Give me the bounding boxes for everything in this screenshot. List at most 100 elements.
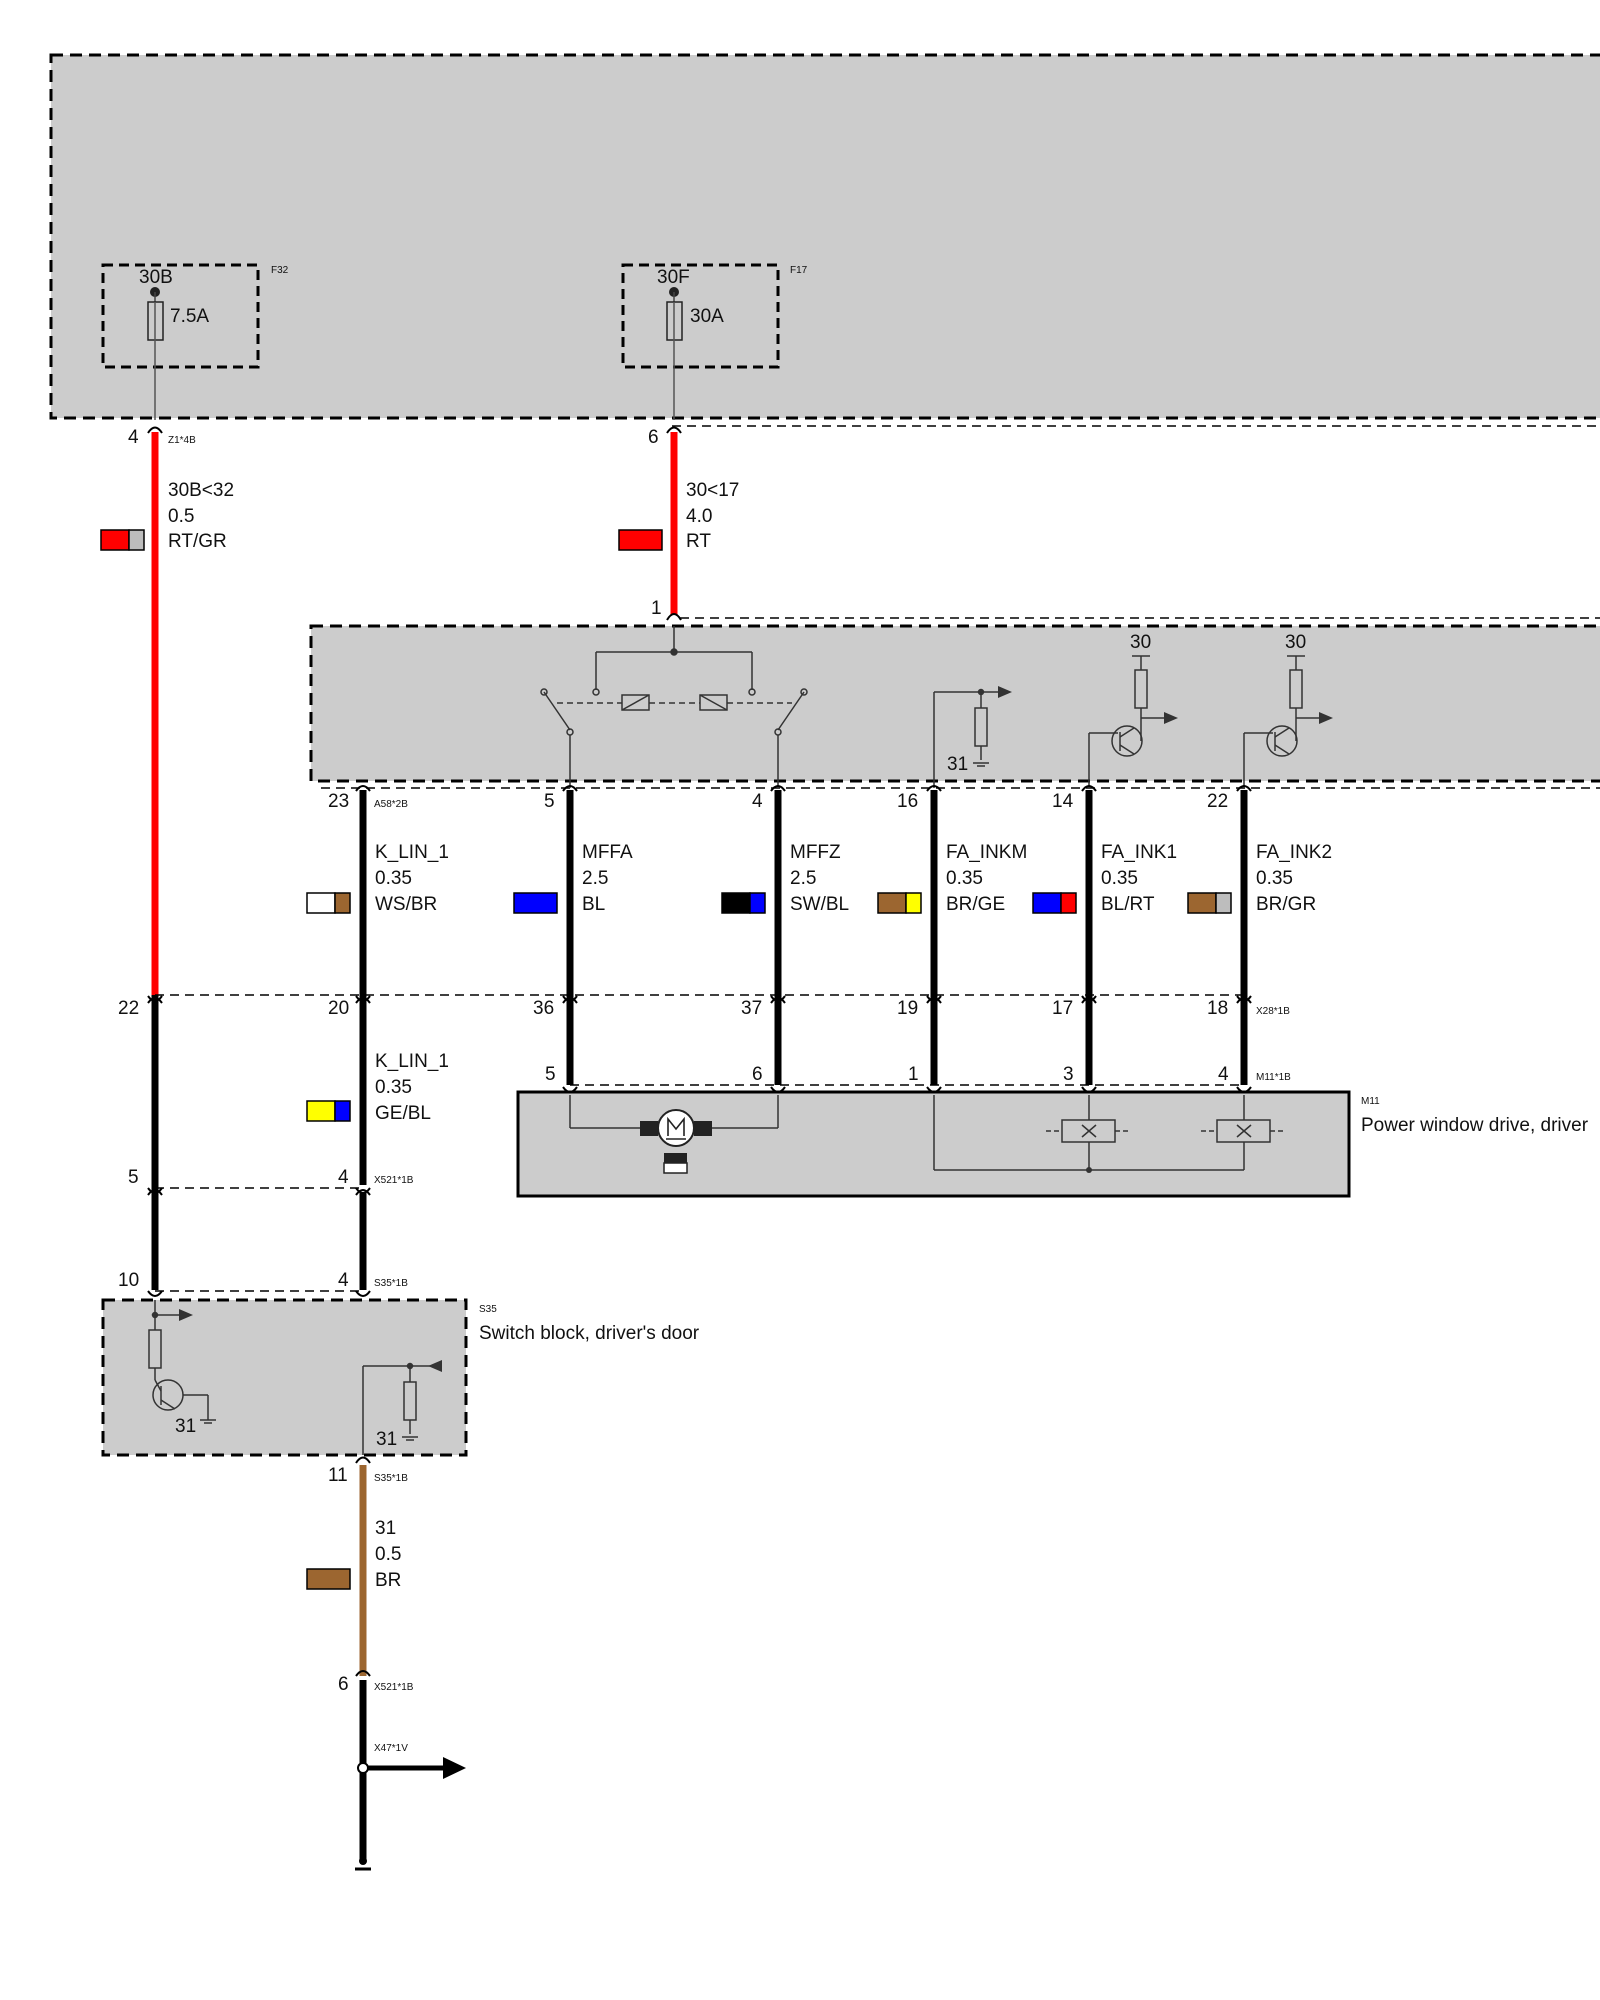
- connector-code: M11*1B: [1256, 1072, 1291, 1083]
- pin-number: 22: [118, 998, 139, 1019]
- arrow-icon: [179, 1309, 193, 1321]
- splice-point: [357, 1762, 369, 1774]
- svg-text:0.35: 0.35: [1101, 868, 1138, 889]
- svg-text:BL/RT: BL/RT: [1101, 894, 1155, 915]
- ground-label: 31: [376, 1429, 397, 1450]
- arrow-icon: [998, 686, 1012, 698]
- component-code: S35: [479, 1304, 497, 1315]
- pin-number: 4: [1218, 1064, 1229, 1085]
- pin-number: 18: [1207, 998, 1228, 1019]
- fuse-terminal: 30B: [139, 267, 173, 288]
- pin-number: 14: [1052, 791, 1074, 812]
- relay-icon: [540, 626, 808, 788]
- wire-label-k-lin-lower: K_LIN_1 0.35 GE/BL: [375, 1051, 449, 1124]
- svg-text:BR/GE: BR/GE: [946, 894, 1005, 915]
- pin-number: 4: [338, 1270, 349, 1291]
- pin-number: 20: [328, 998, 349, 1019]
- wire-color-code: RT/GR: [168, 531, 227, 552]
- connector-code: Z1*4B: [168, 435, 196, 446]
- switch-block-box: [101, 1298, 468, 1457]
- pin-number: 6: [752, 1064, 763, 1085]
- wire-size: 4.0: [686, 506, 712, 527]
- arrow-icon: [443, 1757, 466, 1779]
- color-swatch-ge-bl: [306, 1100, 351, 1122]
- connector-caps: [147, 1290, 371, 1297]
- resistor-icon: [362, 1362, 432, 1455]
- transistor-icon: [148, 1300, 216, 1424]
- svg-text:2.5: 2.5: [582, 868, 608, 889]
- connector-code: A58*2B: [374, 799, 408, 810]
- fuse-code: F17: [790, 265, 808, 276]
- wire-color-code: RT: [686, 531, 711, 552]
- pin-number: 6: [338, 1674, 349, 1695]
- pin-number: 22: [1207, 791, 1228, 812]
- fuse-f17: 30F 30A F17: [621, 263, 808, 420]
- hall-sensor-icon: [1046, 1119, 1131, 1143]
- ground-label: 31: [175, 1416, 196, 1437]
- arrow-icon: [1164, 712, 1178, 724]
- svg-text:0.35: 0.35: [946, 868, 983, 889]
- wire-size: 0.5: [375, 1544, 401, 1565]
- pin-number: 36: [533, 998, 554, 1019]
- wire-signal: 30B<32: [168, 480, 234, 501]
- wire-label-fa-ink1: FA_INK1 0.35 BL/RT: [1101, 842, 1177, 915]
- color-swatch-br: [306, 1568, 351, 1590]
- ground-icon: [355, 1857, 371, 1871]
- pin-number: 6: [648, 427, 659, 448]
- svg-text:FA_INK2: FA_INK2: [1256, 842, 1332, 863]
- fuse-terminal: 30F: [657, 267, 690, 288]
- color-swatch-br-ge: [877, 892, 922, 914]
- color-swatch-sw-bl: [721, 892, 766, 914]
- ground-label: 31: [947, 754, 968, 775]
- pin-number: 3: [1063, 1064, 1074, 1085]
- connector-caps: [562, 1086, 1252, 1093]
- transistor-icon: [1088, 655, 1165, 788]
- pin-number: 11: [328, 1465, 348, 1486]
- svg-text:WS/BR: WS/BR: [375, 894, 437, 915]
- wire-signal: 31: [375, 1518, 396, 1539]
- svg-text:FA_INKM: FA_INKM: [946, 842, 1027, 863]
- transistor-icon: [1243, 655, 1320, 788]
- svg-text:2.5: 2.5: [790, 868, 816, 889]
- component-code: M11: [1361, 1096, 1380, 1107]
- svg-text:MFFZ: MFFZ: [790, 842, 841, 863]
- resistor-icon: [933, 688, 1000, 788]
- wire-size: 0.5: [168, 506, 194, 527]
- pin-number: 1: [908, 1064, 919, 1085]
- svg-text:0.35: 0.35: [375, 1077, 412, 1098]
- svg-text:SW/BL: SW/BL: [790, 894, 849, 915]
- pin-number: 5: [544, 791, 555, 812]
- color-swatch-rt: [618, 529, 663, 551]
- wire-label-mffa: MFFA 2.5 BL: [582, 842, 633, 915]
- pin-number: 1: [651, 598, 662, 619]
- arrow-icon: [428, 1360, 442, 1372]
- svg-text:0.35: 0.35: [1256, 868, 1293, 889]
- svg-text:GE/BL: GE/BL: [375, 1103, 431, 1124]
- connector-code: X28*1B: [1256, 1006, 1290, 1017]
- fuse-f32: 30B 7.5A F32: [101, 263, 289, 420]
- connector-code: S35*1B: [374, 1278, 408, 1289]
- component-name: Power window drive, driver: [1361, 1115, 1589, 1136]
- wire-signal: 30<17: [686, 480, 739, 501]
- svg-text:BR/GR: BR/GR: [1256, 894, 1316, 915]
- color-swatch-bl: [513, 892, 558, 914]
- svg-text:MFFA: MFFA: [582, 842, 633, 863]
- module-wires[interactable]: [359, 790, 1248, 1185]
- color-swatch-br-gr: [1187, 892, 1232, 914]
- svg-text:BL: BL: [582, 894, 605, 915]
- connector-code: X521*1B: [374, 1682, 414, 1693]
- fuse-rating: 30A: [690, 306, 724, 327]
- connector-caps: [147, 995, 1252, 1004]
- pin-number: 4: [752, 791, 763, 812]
- svg-text:K_LIN_1: K_LIN_1: [375, 1051, 449, 1072]
- pin-number: 19: [897, 998, 918, 1019]
- supply-label: 30: [1285, 632, 1306, 653]
- connector-code: S35*1B: [374, 1473, 408, 1484]
- connector-caps: [355, 785, 1252, 792]
- pin-number: 17: [1052, 998, 1073, 1019]
- pin-number: 23: [328, 791, 349, 812]
- wire-label-mffz: MFFZ 2.5 SW/BL: [790, 842, 849, 915]
- wire-label-k-lin: K_LIN_1 0.35 WS/BR: [375, 842, 449, 915]
- pin-number: 10: [118, 1270, 139, 1291]
- pin-number: 37: [741, 998, 762, 1019]
